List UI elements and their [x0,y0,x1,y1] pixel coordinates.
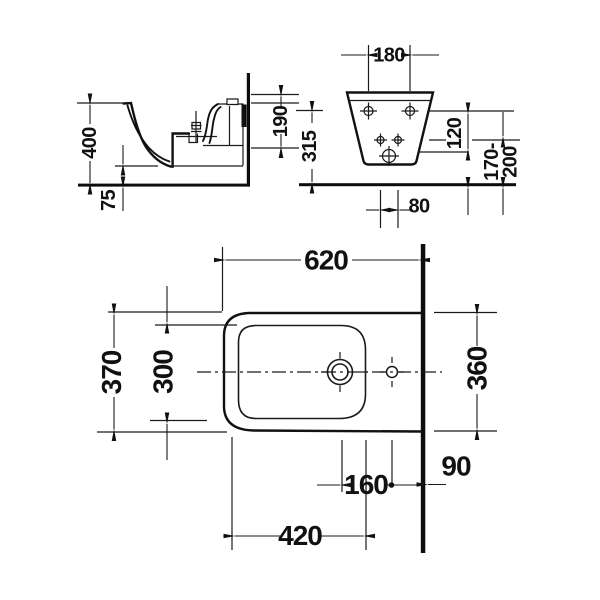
dim-label-75: 75 [98,190,120,212]
dim-label-400: 400 [79,127,101,159]
rear-s-curve-inner [208,106,222,144]
plan-view: 620 370 300 360 [96,244,497,553]
dim-label-180: 180 [373,45,405,67]
mounting-holes [360,102,419,166]
dim-label-200: 200 [500,146,522,178]
dim-tap-hole-spacing: 160 [317,469,395,500]
dim-plan-depth: 370 [96,303,227,441]
drain-foot [188,133,199,144]
bidet-side-profile [122,98,244,168]
dim-side-top-depth: 190 [251,85,299,158]
bowl-inner-curve [126,104,171,163]
bowl-outer-curve [122,101,191,168]
dim-outlet-range: 170- 200 [465,112,522,215]
dim-label-420: 420 [278,520,322,551]
dim-label-90: 90 [441,451,471,482]
fixing-bracket [241,104,247,127]
dim-chain-dot [388,482,395,488]
dim-tap-distance: 420 [223,520,375,551]
dim-hole-offset: 120 [418,102,520,161]
dim-side-floor-gap: 75 [98,145,158,211]
dim-label-360: 360 [462,346,493,390]
tap-hole [321,352,368,392]
side-view: 400 75 190 [77,73,299,211]
water-valve-symbol [191,111,202,142]
rear-ceramic-block [172,103,244,167]
wall-line [246,73,250,187]
dim-side-height: 400 [77,93,123,195]
dim-label-170: 170- [481,143,503,181]
dim-label-80: 80 [408,196,430,218]
dim-label-315: 315 [299,130,321,162]
dim-wall-side-depth: 360 [434,304,497,440]
dim-plan-width: 620 [214,245,430,311]
dim-wall-gap: 90 [394,451,472,487]
rear-s-curve-outer [202,103,219,142]
tap-deck [218,98,243,106]
rear-view: 180 315 120 170- 200 [296,45,522,228]
dim-label-370: 370 [96,350,127,394]
dim-label-620: 620 [304,245,348,276]
dim-label-120: 120 [444,117,466,149]
bidet-rear-outline [345,91,435,166]
plan-lower-extension-lines [231,437,393,550]
bidet-plan-outline [222,311,423,433]
dim-fixing-height: 315 [296,101,323,194]
wall-line-plan [420,244,426,553]
basin-inner-outline [237,324,367,420]
dim-label-190: 190 [270,105,292,137]
deck-hole [380,357,404,387]
floor-line [78,183,250,187]
dim-hole-spacing: 180 [341,45,439,91]
dim-drain-spacing: 80 [366,190,431,228]
dim-label-300: 300 [148,350,179,394]
floor-line-rear [299,183,516,187]
dim-basin-depth: 300 [148,286,237,460]
dim-label-160: 160 [344,469,388,500]
